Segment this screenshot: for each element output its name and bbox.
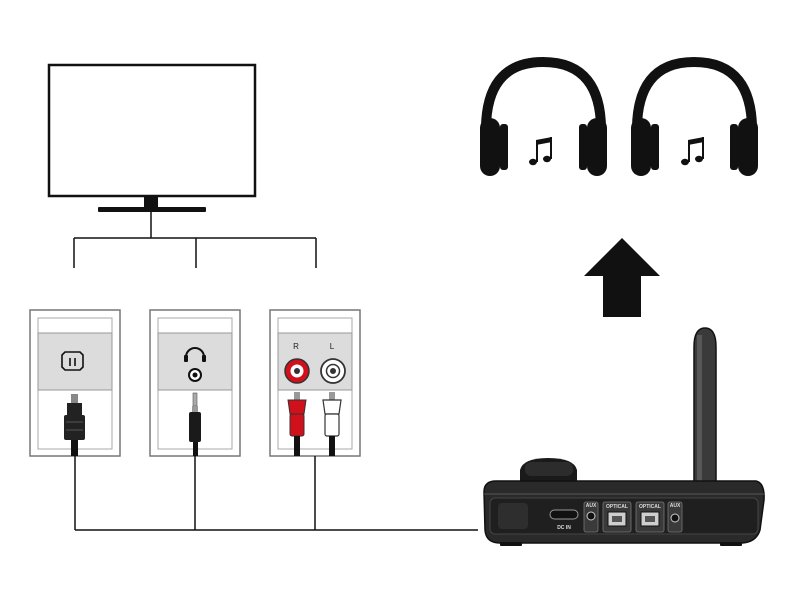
- rca-white-jack: [320, 358, 346, 384]
- tv-branch-lines: [73, 212, 317, 268]
- dc-in-label: DC IN: [557, 525, 571, 531]
- optical-port-2-label: OPTICAL: [639, 504, 661, 510]
- rca-white-plug: [322, 392, 342, 456]
- optical-port-1-label: OPTICAL: [606, 504, 628, 510]
- aux-port-1-label: AUX: [586, 503, 597, 509]
- headphone-port-icon: [184, 347, 206, 382]
- aux-panel: [149, 309, 241, 457]
- optical-port-1: OPTICAL: [602, 501, 632, 533]
- music-note-icon: [529, 137, 552, 166]
- aux-port-1: AUX: [583, 501, 599, 533]
- headphones-icon: [631, 56, 758, 176]
- aux-plug: [189, 392, 201, 456]
- optical-plug: [64, 394, 85, 456]
- antenna: [693, 327, 717, 521]
- rca-red-jack: [284, 358, 310, 384]
- bluetooth-transmitter: DC IN AUX OPTICAL OPTICAL AUX: [483, 327, 765, 546]
- tv-icon: [47, 63, 257, 212]
- rca-left-label: L: [330, 342, 335, 351]
- aux-port-2-label: AUX: [670, 503, 681, 509]
- arrow-up-icon: [584, 238, 660, 317]
- aux-port-2: AUX: [667, 501, 683, 533]
- dc-in-port: DC IN: [549, 509, 579, 531]
- optical-port-icon: [61, 351, 84, 371]
- device-connection-lines: [74, 456, 478, 531]
- optical-port-2: OPTICAL: [635, 501, 665, 533]
- headphones-icon: [480, 56, 607, 176]
- optical-panel: [29, 309, 121, 457]
- rca-red-plug: [287, 392, 307, 456]
- rca-right-label: R: [293, 342, 299, 351]
- rca-panel: R L: [269, 309, 361, 457]
- music-note-icon: [681, 137, 704, 166]
